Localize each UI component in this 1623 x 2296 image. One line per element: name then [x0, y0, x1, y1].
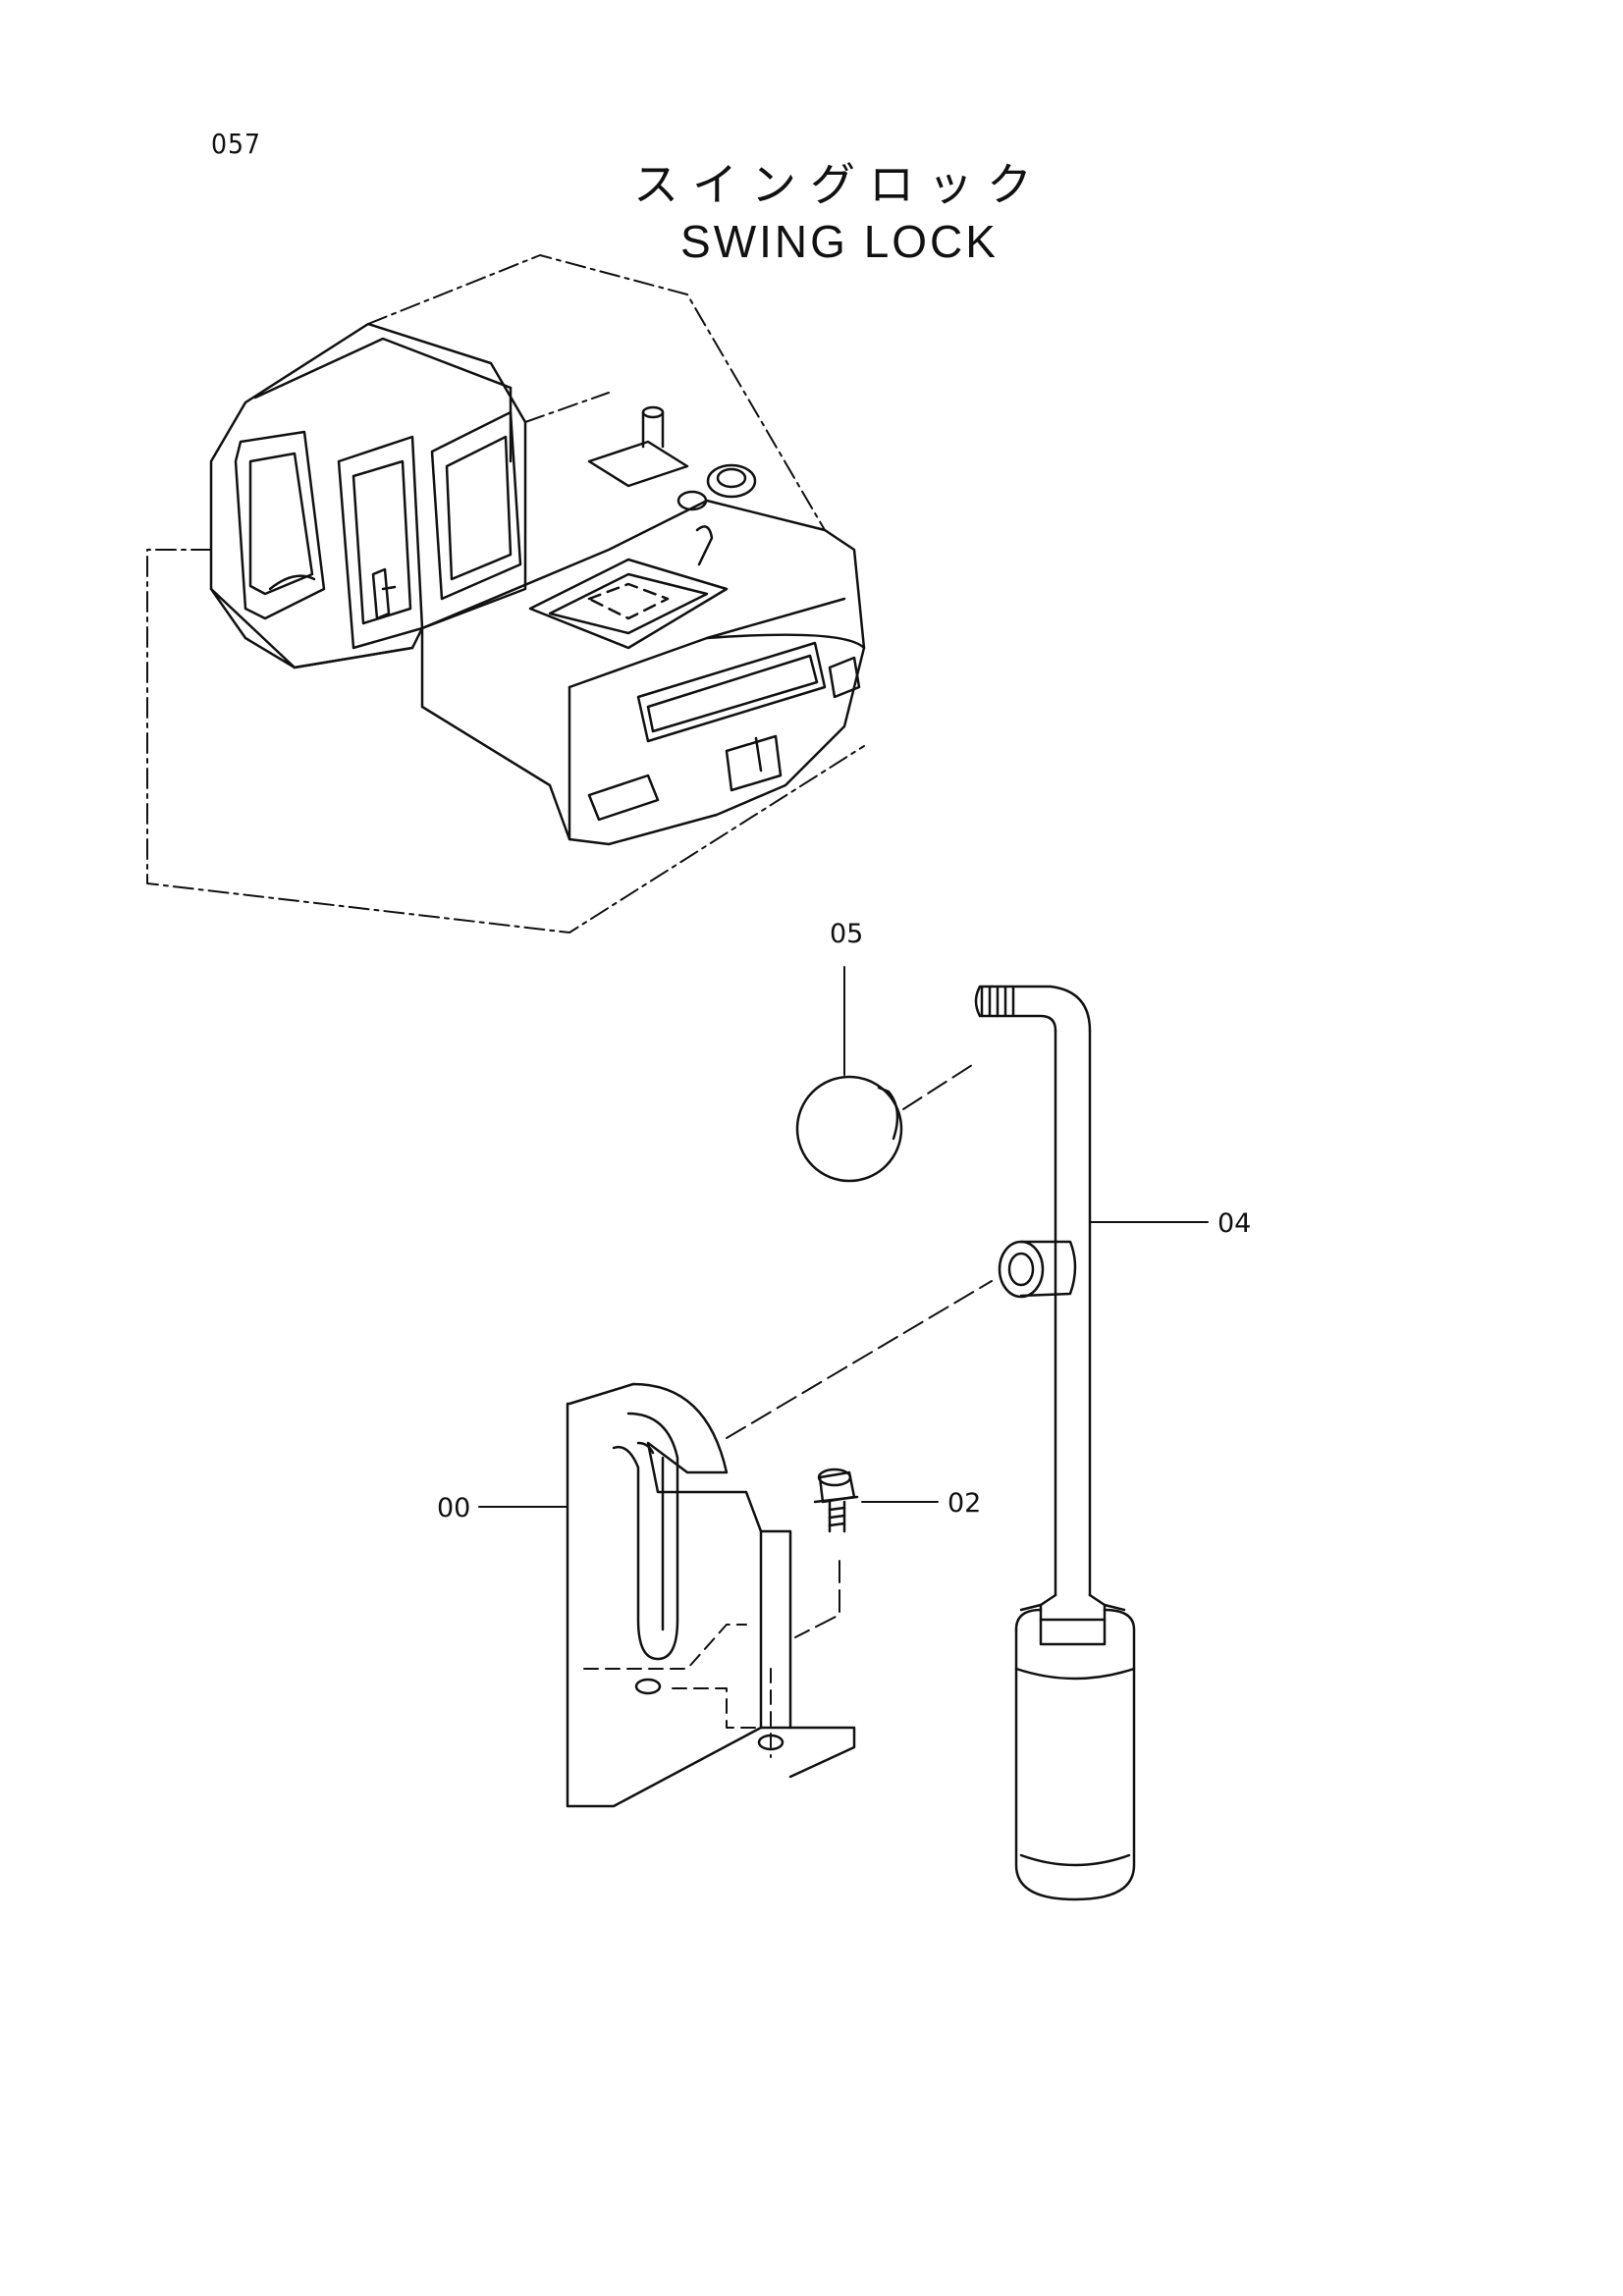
- excavator-overview: [146, 254, 866, 934]
- lock-bracket: [566, 1280, 993, 1808]
- knob-ball: [795, 1064, 973, 1183]
- title-japanese: スイングロック: [633, 158, 1046, 211]
- swing-lock-lever: [974, 985, 1136, 1901]
- flange-bolt: [794, 1468, 859, 1638]
- title-english: SWING LOCK: [680, 216, 999, 267]
- page-number: 057: [211, 128, 262, 160]
- callout-02: 02: [947, 1488, 981, 1519]
- callout-04: 04: [1217, 1208, 1251, 1239]
- title-block: スイングロック SWING LOCK: [609, 157, 1070, 271]
- callout-00: 00: [437, 1493, 470, 1523]
- callout-05: 05: [830, 919, 863, 949]
